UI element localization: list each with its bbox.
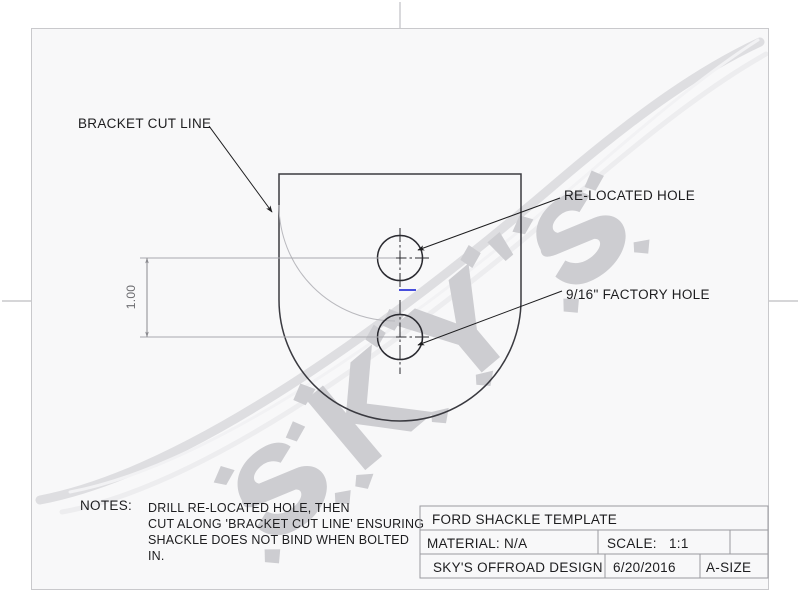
notes-line-4: IN. [148, 549, 165, 563]
dimension-value-text: 1.00 [124, 285, 138, 310]
title-block [419, 505, 769, 579]
title-block-material: MATERIAL: N/A [427, 536, 527, 551]
notes-line-3: SHACKLE DOES NOT BIND WHEN BOLTED [148, 533, 409, 547]
label-factory-hole: 9/16" FACTORY HOLE [566, 287, 710, 302]
notes-label: NOTES: [80, 498, 132, 513]
notes-line-2: CUT ALONG 'BRACKET CUT LINE' ENSURING [148, 517, 424, 531]
bracket-profile [278, 173, 522, 422]
title-block-date: 6/20/2016 [613, 560, 676, 575]
title-block-company: SKY'S OFFROAD DESIGN [433, 560, 603, 575]
title-block-scale: SCALE: 1:1 [607, 536, 689, 551]
title-block-size: A-SIZE [706, 560, 751, 575]
watermark-logo [35, 37, 768, 564]
bracket-outline [278, 173, 522, 422]
title-block-frame [419, 505, 769, 579]
title-block-title: FORD SHACKLE TEMPLATE [432, 512, 617, 527]
label-relocated-hole: RE-LOCATED HOLE [564, 188, 695, 203]
leader-bracket-cut-line [208, 125, 273, 213]
leader-lines [208, 125, 563, 346]
label-bracket-cut-line: BRACKET CUT LINE [78, 116, 211, 131]
dimension-1.00 [140, 257, 396, 338]
notes-line-1: DRILL RE-LOCATED HOLE, THEN [148, 501, 350, 515]
leader-factory-hole [417, 290, 563, 346]
leader-relocated-hole [417, 197, 561, 251]
construction-arc [278, 204, 396, 322]
